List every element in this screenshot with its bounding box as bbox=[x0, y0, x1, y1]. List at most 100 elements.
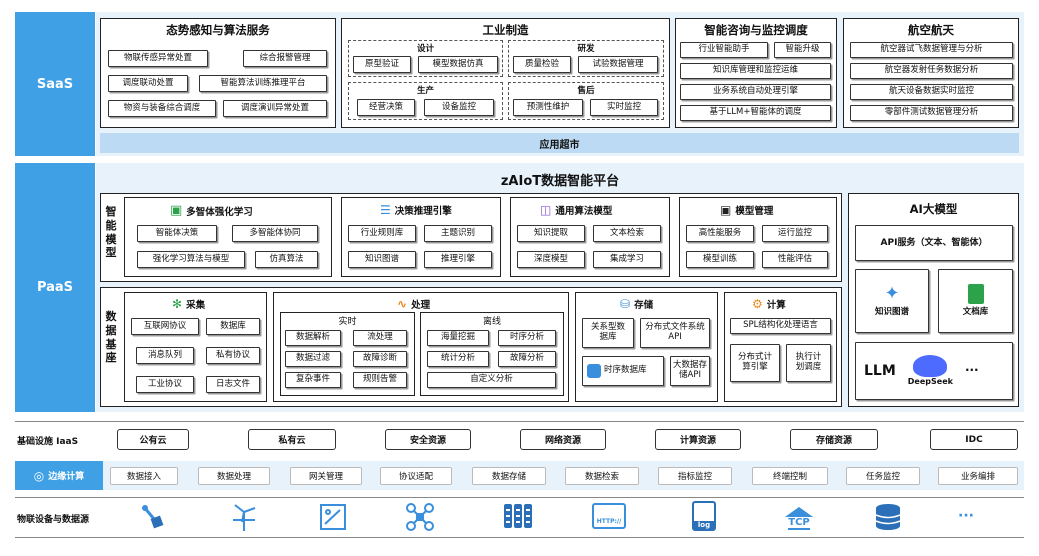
chip[interactable]: 时序分析 bbox=[498, 330, 556, 346]
chip[interactable]: 综合报警管理 bbox=[243, 50, 327, 67]
chip[interactable]: 质量检验 bbox=[513, 56, 571, 73]
chip[interactable]: 故障诊断 bbox=[353, 351, 407, 367]
chip[interactable]: 仿真算法 bbox=[255, 251, 318, 268]
chip-text: 大数据存储API bbox=[672, 360, 707, 380]
chip[interactable]: 自定义分析 bbox=[427, 372, 556, 388]
chip[interactable]: 知识库管理和监控运维 bbox=[680, 63, 831, 79]
model-mgmt-title: ▣ 模型管理 bbox=[720, 203, 774, 217]
production-label: 生产 bbox=[416, 86, 434, 96]
chip[interactable]: 推理引擎 bbox=[424, 251, 492, 268]
chip[interactable]: 集成学习 bbox=[593, 251, 661, 268]
iaas-item[interactable]: 公有云 bbox=[117, 429, 189, 450]
http-label: HTTP:// bbox=[596, 518, 622, 525]
rd-label: 研发 bbox=[577, 44, 595, 54]
chip[interactable]: 经营决策 bbox=[357, 99, 415, 116]
app-market-bar[interactable]: 应用超市 bbox=[100, 133, 1019, 153]
chip[interactable]: 实时监控 bbox=[590, 99, 658, 116]
tcp-icon: TCP bbox=[783, 502, 815, 530]
chip[interactable]: 大数据存储API bbox=[670, 356, 710, 386]
chip[interactable]: 物联传感异常处置 bbox=[108, 50, 208, 67]
iaas-item[interactable]: 安全资源 bbox=[385, 429, 471, 450]
edge-item[interactable]: 指标监控 bbox=[658, 467, 732, 485]
chip[interactable]: 主题识别 bbox=[424, 225, 492, 242]
llm-card[interactable]: LLM DeepSeek ··· bbox=[855, 342, 1013, 400]
chip[interactable]: 原型验证 bbox=[353, 56, 411, 73]
chip[interactable]: 数据过滤 bbox=[285, 351, 341, 367]
chip[interactable]: 行业智能助手 bbox=[680, 42, 768, 58]
edge-item[interactable]: 协议适配 bbox=[380, 467, 452, 485]
chip[interactable]: 故障分析 bbox=[498, 351, 556, 367]
edge-item[interactable]: 任务监控 bbox=[846, 467, 920, 485]
chip[interactable]: 规则告警 bbox=[353, 372, 407, 388]
chip[interactable]: 智能算法训练推理平台 bbox=[199, 75, 327, 92]
chip[interactable]: 关系型数据库 bbox=[582, 318, 634, 348]
chip[interactable]: 模型训练 bbox=[686, 251, 754, 268]
chip[interactable]: 模型数据仿真 bbox=[418, 56, 498, 73]
iaas-item[interactable]: 存储资源 bbox=[790, 429, 878, 450]
collect-title: ✻ 采集 bbox=[172, 297, 206, 311]
chip[interactable]: 数据解析 bbox=[285, 330, 341, 346]
chip[interactable]: 文本检索 bbox=[593, 225, 661, 242]
chip[interactable]: 智能体决策 bbox=[137, 225, 217, 242]
chip[interactable]: 复杂事件 bbox=[285, 372, 341, 388]
edge-item[interactable]: 数据检索 bbox=[565, 467, 639, 485]
chip[interactable]: 高性能服务 bbox=[686, 225, 754, 242]
knowledge-graph-card[interactable]: ✦ 知识图谱 bbox=[855, 269, 929, 333]
chip[interactable]: 分布式文件系统API bbox=[640, 318, 710, 348]
chip[interactable]: 私有协议 bbox=[206, 347, 260, 364]
iaas-item[interactable]: 私有云 bbox=[248, 429, 336, 450]
chip[interactable]: 调度演训异常处置 bbox=[223, 100, 327, 117]
iaas-item[interactable]: IDC bbox=[930, 429, 1018, 450]
chip[interactable]: 数据库 bbox=[206, 318, 260, 335]
edge-item[interactable]: 终端控制 bbox=[752, 467, 828, 485]
after-sales-group bbox=[508, 82, 664, 120]
chip[interactable]: 行业规则库 bbox=[348, 225, 416, 242]
edge-item[interactable]: 数据存储 bbox=[472, 467, 546, 485]
chip[interactable]: 流处理 bbox=[353, 330, 407, 346]
iaas-item[interactable]: 网络资源 bbox=[520, 429, 606, 450]
chip[interactable]: 性能评估 bbox=[762, 251, 828, 268]
http-icon: HTTP:// bbox=[592, 503, 626, 529]
design-group bbox=[348, 40, 503, 77]
edge-item[interactable]: 数据接入 bbox=[110, 467, 178, 485]
rd-group bbox=[508, 40, 664, 77]
database-icon bbox=[875, 503, 901, 535]
iaas-item[interactable]: 计算资源 bbox=[655, 429, 741, 450]
chip[interactable]: 业务系统自动处理引擎 bbox=[680, 84, 831, 100]
edge-item[interactable]: 业务编排 bbox=[938, 467, 1018, 485]
chip[interactable]: 统计分析 bbox=[427, 351, 489, 367]
chip[interactable]: 海量挖掘 bbox=[427, 330, 489, 346]
chip[interactable]: 设备监控 bbox=[424, 99, 494, 116]
chip[interactable]: 航空器发射任务数据分析 bbox=[850, 63, 1013, 79]
edge-item[interactable]: 网关管理 bbox=[290, 467, 362, 485]
chip[interactable]: 时序数据库 bbox=[582, 356, 664, 386]
chip[interactable]: 工业协议 bbox=[136, 376, 194, 393]
chip[interactable]: 试验数据管理 bbox=[578, 56, 658, 73]
consulting-title: 智能咨询与监控调度 bbox=[704, 23, 808, 37]
edge-item[interactable]: 数据处理 bbox=[198, 467, 270, 485]
chip[interactable]: 运行监控 bbox=[762, 225, 828, 242]
server-icon bbox=[503, 503, 533, 533]
chip[interactable]: 知识提取 bbox=[517, 225, 585, 242]
chip[interactable]: 强化学习算法与模型 bbox=[137, 251, 245, 268]
chip[interactable]: 预测性维护 bbox=[513, 99, 583, 116]
chip[interactable]: 航空器试飞数据管理与分析 bbox=[850, 42, 1013, 58]
doc-library-card[interactable]: 文档库 bbox=[938, 269, 1013, 333]
chip[interactable]: 深度模型 bbox=[517, 251, 585, 268]
collect-icon: ✻ bbox=[172, 297, 183, 311]
chip[interactable]: 执行计划调度 bbox=[786, 344, 831, 382]
chip[interactable]: 消息队列 bbox=[136, 347, 194, 364]
chip[interactable]: 多智能体协同 bbox=[232, 225, 318, 242]
chip[interactable]: 智能升级 bbox=[774, 42, 831, 58]
chip[interactable]: 航天设备数据实时监控 bbox=[850, 84, 1013, 100]
chip[interactable]: 基于LLM+智能体的调度 bbox=[680, 105, 831, 121]
chip[interactable]: 物资与装备综合调度 bbox=[108, 100, 216, 117]
chip[interactable]: SPL结构化处理语言 bbox=[730, 318, 831, 334]
chip[interactable]: 知识图谱 bbox=[348, 251, 416, 268]
chip[interactable]: 互联网协议 bbox=[131, 318, 199, 335]
api-service-chip[interactable]: API服务（文本、智能体） bbox=[855, 225, 1013, 261]
chip[interactable]: 零部件测试数据管理分析 bbox=[850, 105, 1013, 121]
chip[interactable]: 日志文件 bbox=[206, 376, 260, 393]
chip[interactable]: 调度联动处置 bbox=[108, 75, 188, 92]
chip[interactable]: 分布式计算引擎 bbox=[730, 344, 780, 382]
